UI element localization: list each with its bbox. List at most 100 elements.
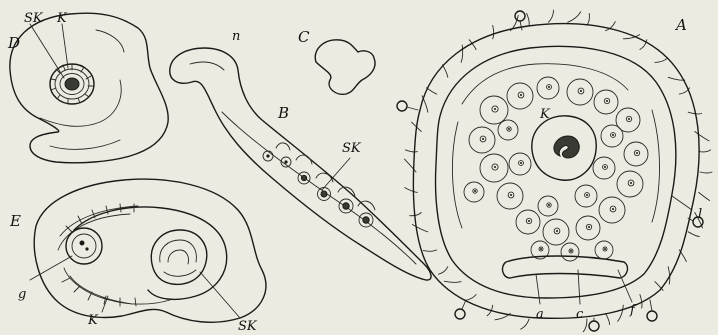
panel-b-inner-line <box>222 112 416 264</box>
panel-d-upper-fold <box>96 30 124 52</box>
cell <box>561 243 579 261</box>
cell-nucleolus <box>520 162 522 164</box>
bristle <box>699 150 711 152</box>
panel-d-outline <box>10 13 168 163</box>
panel-b-tip-label: n <box>232 29 240 44</box>
panel-c: C <box>298 28 375 94</box>
panel-a-pointer-c <box>578 270 580 304</box>
panel-d-spiral-organ <box>50 64 94 104</box>
bristle <box>695 132 709 141</box>
bristle <box>461 45 463 62</box>
cell-nucleolus <box>540 248 542 250</box>
cell <box>480 96 508 124</box>
bristle <box>439 267 448 275</box>
bristle <box>410 213 422 216</box>
cell <box>576 216 600 240</box>
bristle <box>412 225 428 232</box>
cell-nucleolus <box>604 248 606 250</box>
cell <box>575 185 597 207</box>
panel-d-letter: D <box>7 34 20 52</box>
bristle <box>568 12 581 22</box>
bristle <box>405 188 418 193</box>
cell <box>516 210 540 234</box>
panel-d-pointer-sk <box>30 24 64 78</box>
cell-nucleolus <box>604 166 606 168</box>
cell <box>537 77 559 99</box>
panel-a-letter: A <box>674 16 687 34</box>
bristle <box>618 305 624 321</box>
panel-e: E g K SK <box>9 179 266 334</box>
panel-a-central-body <box>532 116 596 180</box>
cell <box>624 142 648 166</box>
cell-nucleolus <box>636 152 638 154</box>
panel-a-label-k: K <box>539 107 551 122</box>
bristle <box>699 192 710 200</box>
panel-a-muscle-band-right <box>652 110 660 222</box>
cell-nucleolus <box>494 166 496 168</box>
cell-nucleolus <box>548 86 550 88</box>
cell-nucleolus <box>580 90 582 92</box>
cell <box>601 125 623 147</box>
cell-nucleolus <box>474 190 476 192</box>
panel-c-outline <box>315 40 375 95</box>
panel-e-label-sk: SK <box>238 319 258 334</box>
cell-nucleolus <box>588 226 590 228</box>
bristle <box>587 13 590 25</box>
bristle <box>527 13 530 25</box>
panel-e-band-hatching <box>58 206 170 304</box>
bristle <box>655 58 668 62</box>
bristle <box>443 65 448 78</box>
cell <box>594 90 618 114</box>
cell-nucleolus <box>548 204 550 206</box>
bristle <box>640 295 642 309</box>
panel-d-pointer-k <box>62 24 68 68</box>
cell <box>538 196 558 216</box>
cell <box>567 79 593 105</box>
panel-e-label-g: g <box>18 287 26 302</box>
cell-nucleolus <box>520 94 522 96</box>
panel-b-letter: B <box>277 104 289 122</box>
panel-b-label-sk: SK <box>342 141 362 156</box>
cell-nucleolus <box>528 220 530 222</box>
cell <box>543 219 569 245</box>
bristle <box>688 232 699 237</box>
cell <box>617 171 643 197</box>
cell <box>498 120 518 140</box>
cell-nucleolus <box>630 182 632 184</box>
cell-nucleolus <box>556 230 558 232</box>
bristle <box>423 250 436 251</box>
cell <box>480 154 508 182</box>
panel-b-outline <box>170 48 431 280</box>
panel-a-label-c: c <box>576 307 584 322</box>
cell-nucleolus <box>570 250 572 252</box>
cell-nucleolus <box>586 194 588 196</box>
panel-d: D SK K <box>7 11 168 163</box>
panel-a: A K l a c f <box>397 10 712 332</box>
panel-e-outer-outline <box>34 179 266 322</box>
panel-b: B n SK <box>170 29 431 280</box>
cell-nucleolus <box>494 108 496 110</box>
panel-a-label-a: a <box>536 307 544 322</box>
bristle <box>548 10 553 22</box>
panel-b-neck-fold <box>190 62 224 70</box>
panel-a-cell-clusters <box>464 77 648 261</box>
panel-d-lower-fold <box>50 140 120 149</box>
panel-e-letter: E <box>9 212 21 230</box>
bristle <box>405 150 417 152</box>
panel-a-muscle-band-left <box>452 122 462 228</box>
cell <box>593 157 615 179</box>
bristle <box>606 313 610 324</box>
cell <box>509 153 531 175</box>
cell <box>507 83 533 109</box>
panel-a-inner-wall <box>436 46 676 298</box>
cell <box>464 182 484 202</box>
panel-e-label-k: K <box>87 313 99 328</box>
cell-nucleolus <box>612 208 614 210</box>
cell-nucleolus <box>612 134 614 136</box>
cell-nucleolus <box>482 138 484 140</box>
panel-d-label-sk: SK <box>24 11 44 26</box>
panel-e-inner-outline <box>74 207 227 299</box>
panel-e-round-body <box>66 228 102 264</box>
bristle <box>493 25 494 39</box>
